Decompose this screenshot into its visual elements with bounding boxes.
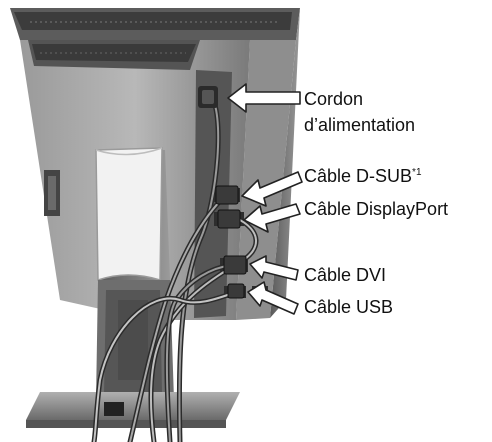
label-displayport-cable: Câble DisplayPort	[304, 198, 448, 220]
cable-bundle	[91, 92, 259, 442]
label-power-cord-line2: d’alimentation	[304, 115, 416, 135]
label-power-cord: Cordon d’alimentation	[304, 88, 415, 136]
monitor-stand-icon	[95, 147, 174, 400]
label-displayport-text: Câble DisplayPort	[304, 199, 449, 219]
label-power-cord-line1: Cordon	[304, 89, 364, 109]
label-usb-cable: Câble USB	[304, 296, 393, 318]
monitor-stand-base	[26, 392, 240, 428]
connector-plugs	[215, 185, 247, 299]
label-dsub-text: Câble D-SUB	[304, 166, 413, 186]
label-dvi-cable: Câble DVI	[304, 264, 386, 286]
monitor-top-edge	[10, 8, 300, 40]
label-usb-text: Câble USB	[304, 297, 394, 317]
power-plug	[198, 86, 218, 108]
label-dsub-footnote: *1	[412, 167, 422, 178]
callout-arrow-icon	[227, 83, 303, 315]
label-dsub-cable: Câble D-SUB*1	[304, 162, 422, 187]
label-dvi-text: Câble DVI	[304, 265, 387, 285]
